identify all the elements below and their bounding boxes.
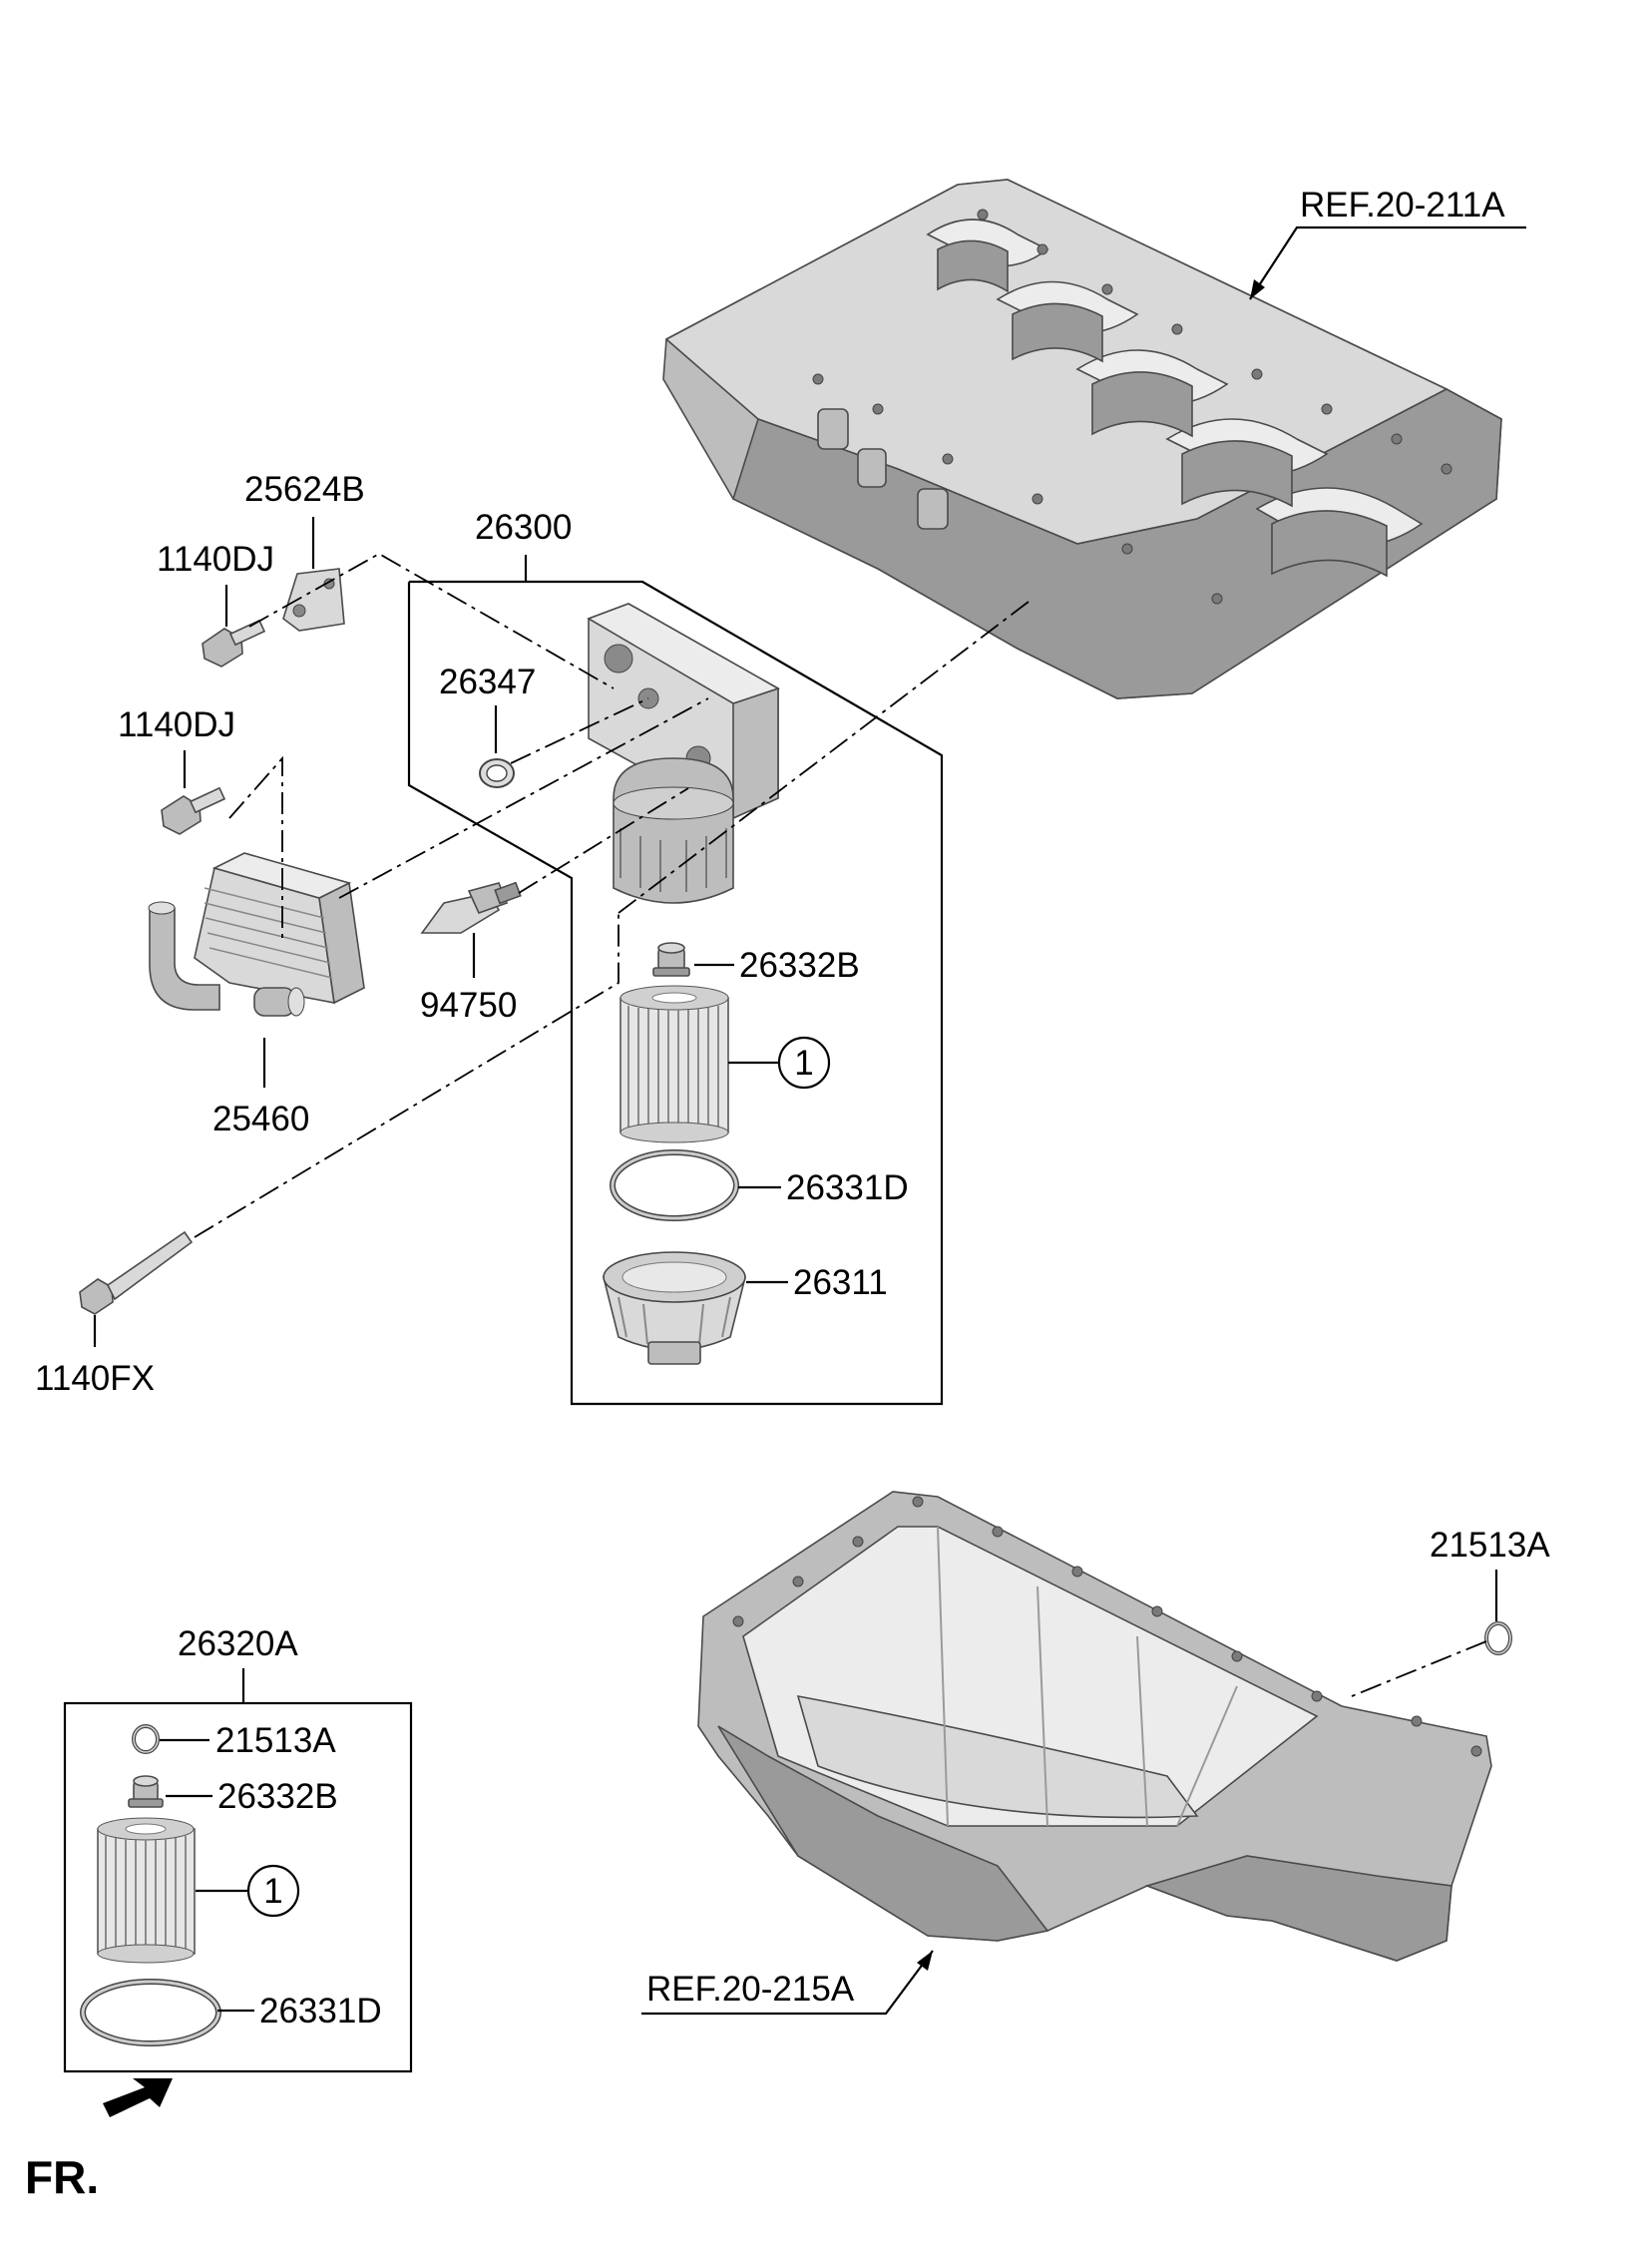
ref-oil-pan-arrowhead [917, 1951, 933, 1971]
upper-block-ladder-frame[interactable] [662, 179, 1502, 699]
filter-element[interactable] [620, 985, 729, 1143]
drain-gasket-dash-line [1351, 1640, 1487, 1697]
kit-callout-circle-1: 1 [246, 1864, 300, 1918]
label-1140DJ-cooler: 1140DJ [118, 705, 235, 744]
bolt-1140DJ-cooler[interactable] [161, 786, 226, 835]
kit-o-ring-26331D[interactable] [80, 1979, 221, 2046]
service-kit-box [63, 1701, 413, 2073]
group-26300-outline [407, 580, 944, 1406]
label-26331D: 26331D [786, 1168, 909, 1207]
label-21513A-pan: 21513A [1430, 1526, 1550, 1565]
sensor-94750[interactable] [420, 881, 522, 934]
ref-oil-pan-leader [641, 1950, 934, 2016]
kit-gasket-21513A[interactable] [132, 1724, 160, 1754]
svg-text:1: 1 [794, 1044, 813, 1083]
o-ring-26331D[interactable] [610, 1149, 739, 1221]
bolt-1140FX[interactable] [79, 1230, 194, 1315]
label-94750: 94750 [420, 986, 517, 1025]
filter-cap-26311[interactable] [602, 1251, 747, 1365]
label-kit-26331D: 26331D [259, 1992, 382, 2030]
label-26347: 26347 [439, 663, 536, 701]
svg-text:1: 1 [263, 1872, 282, 1911]
oil-pan[interactable] [697, 1491, 1492, 1962]
ref-upper-block-arrowhead [1250, 279, 1265, 299]
callout-circle-1: 1 [777, 1036, 831, 1090]
label-26332B: 26332B [739, 946, 860, 985]
label-kit-26332B: 26332B [217, 1777, 338, 1816]
label-kit-21513A: 21513A [215, 1721, 336, 1760]
label-1140DJ-upper: 1140DJ [157, 540, 274, 579]
bracket-25624B[interactable] [282, 568, 345, 632]
assembly-dash-lines [194, 552, 1033, 1238]
label-25460: 25460 [212, 1100, 309, 1138]
label-25624B: 25624B [244, 470, 365, 509]
label-26300: 26300 [475, 508, 572, 547]
label-26320A: 26320A [178, 1624, 298, 1663]
oil-cooler-25460[interactable] [148, 852, 365, 1017]
ref-oil-pan-label: REF.20-215A [646, 1970, 855, 2009]
front-indicator-label: FR. [25, 2151, 99, 2203]
bolt-1140DJ-upper[interactable] [202, 619, 266, 668]
plug-26332B[interactable] [652, 942, 690, 977]
front-arrow-icon [103, 2078, 173, 2117]
label-26311: 26311 [793, 1263, 888, 1302]
kit-filter-element[interactable] [97, 1817, 196, 1964]
ref-upper-block-leader [1249, 226, 1526, 300]
kit-plug-26332B[interactable] [128, 1775, 164, 1808]
ref-upper-block-label: REF.20-211A [1300, 186, 1505, 225]
label-1140FX: 1140FX [35, 1359, 155, 1398]
seal-ring-26347[interactable] [479, 758, 515, 788]
drain-gasket-21513A[interactable] [1484, 1621, 1512, 1655]
filter-housing[interactable] [587, 603, 780, 904]
